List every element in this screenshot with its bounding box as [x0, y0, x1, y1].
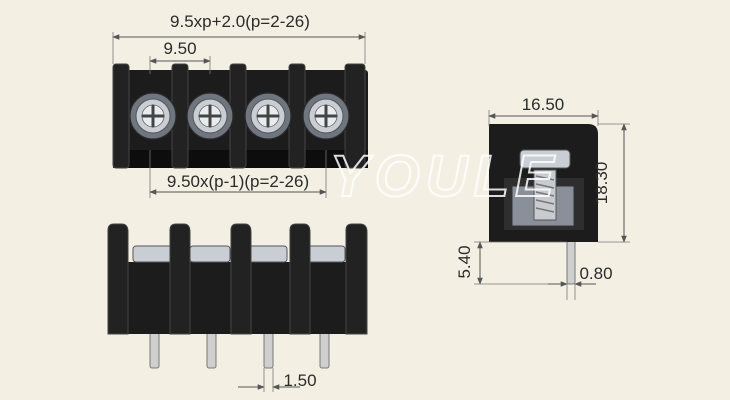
screw-3: [244, 92, 292, 140]
front-rib-5: [345, 223, 368, 335]
side-view: 16.50 18.30 5.40 0.80: [455, 95, 630, 300]
pin-length-label: 5.40: [455, 245, 474, 278]
watermark: YOULE: [330, 144, 560, 209]
top-rib-1: [112, 63, 130, 169]
front-rib-4: [289, 223, 311, 335]
width-label: 16.50: [522, 95, 565, 114]
pin-thickness-label: 0.80: [579, 264, 612, 283]
front-view: 1.50: [107, 223, 368, 392]
height-label: 18.30: [592, 162, 611, 205]
screw-2: [186, 92, 234, 140]
total-length-label: 9.5xp+2.0(p=2-26): [170, 12, 310, 31]
side-screw-head: [519, 149, 571, 169]
front-rib-3: [230, 223, 252, 335]
front-rib-1: [107, 223, 129, 335]
screw-4: [302, 92, 350, 140]
pin-width-label: 1.50: [283, 371, 316, 390]
top-view: 9.5xp+2.0(p=2-26) 9.50 9.50x(p-1)(p=2-26…: [112, 12, 368, 198]
front-rib-2: [169, 223, 191, 335]
pitch-span-label: 9.50x(p-1)(p=2-26): [167, 172, 309, 191]
screw-1: [129, 92, 177, 140]
side-pin: [566, 239, 576, 285]
pitch-label: 9.50: [163, 39, 196, 58]
